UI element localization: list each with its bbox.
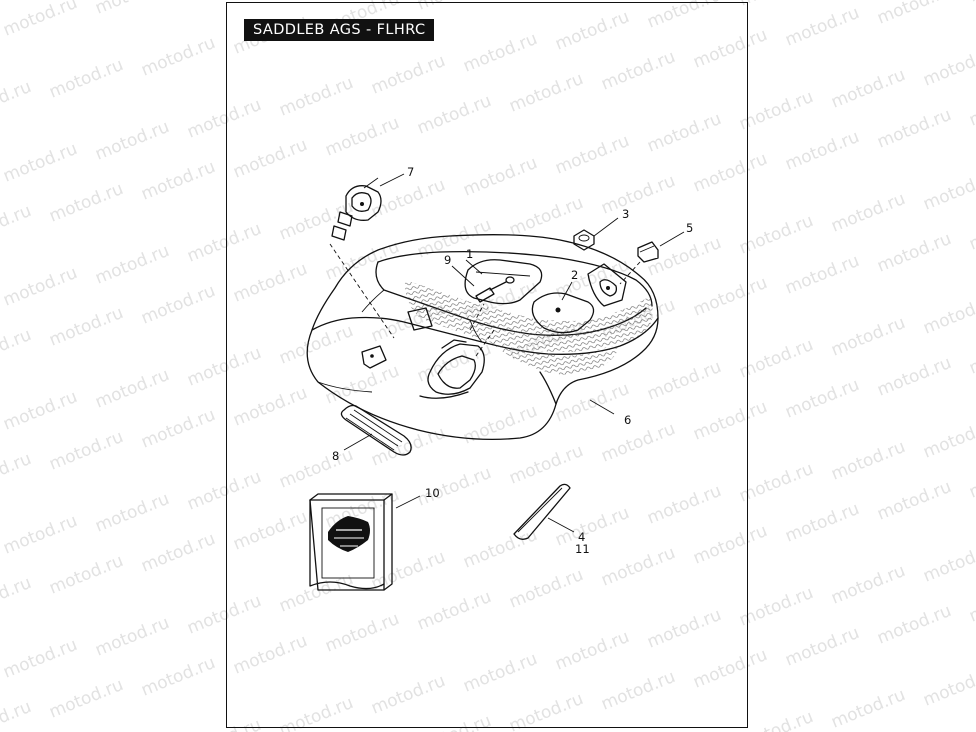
assembly-line-buckle	[475, 329, 495, 357]
callout-1: 1	[466, 247, 473, 261]
callout-6: 6	[624, 413, 631, 427]
callout-8: 8	[332, 449, 339, 463]
callout-11: 11	[575, 542, 590, 556]
rear-latch	[587, 263, 627, 307]
diagram-title: SADDLEB AGS - FLHRC	[244, 19, 435, 41]
side-bracket	[361, 307, 433, 369]
strip	[513, 483, 571, 540]
screw	[475, 276, 515, 303]
assembly-line-5	[619, 261, 641, 285]
callout-2: 2	[571, 268, 578, 282]
callout-10: 10	[425, 486, 440, 500]
latch-plate	[464, 259, 543, 305]
assembly-line-9	[469, 303, 485, 331]
reflector	[340, 404, 412, 456]
saddlebag-body	[306, 234, 659, 441]
lock-assembly	[331, 177, 382, 241]
lock-recess	[531, 292, 595, 334]
callout-4: 4	[578, 530, 585, 544]
callout-5: 5	[686, 221, 693, 235]
callout-7: 7	[407, 165, 414, 179]
assembly-line-7	[329, 243, 395, 339]
instruction-box	[309, 493, 393, 591]
callouts: 7 1 9 2 3 5 6 8 10 4 11	[332, 165, 693, 556]
leader-lines	[343, 173, 685, 533]
callout-9: 9	[444, 253, 451, 267]
clip	[637, 241, 659, 263]
diagram-frame	[226, 2, 748, 728]
front-buckle	[419, 339, 485, 399]
nut	[573, 229, 595, 251]
callout-3: 3	[622, 207, 629, 221]
